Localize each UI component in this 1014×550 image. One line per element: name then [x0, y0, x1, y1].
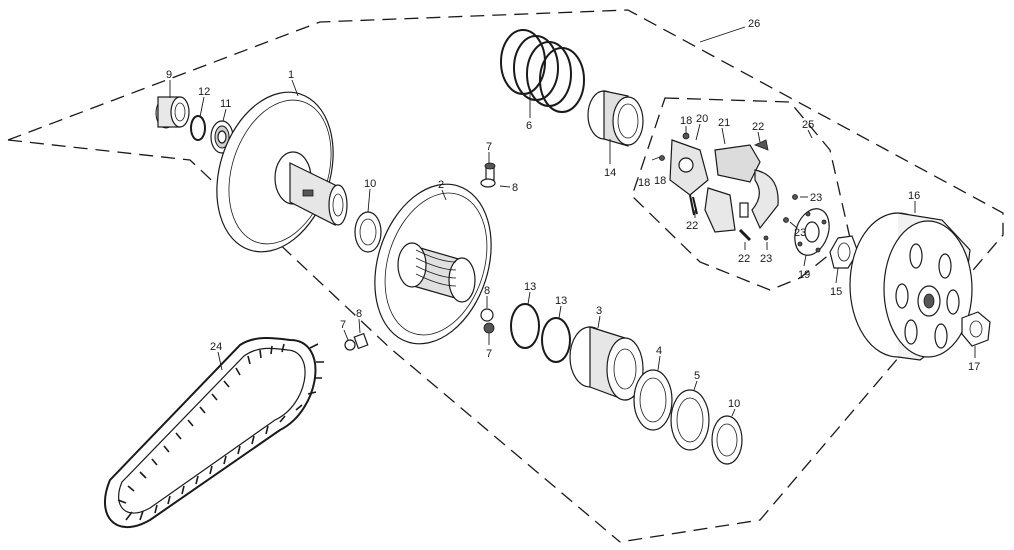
callout-22-top: 22: [752, 121, 764, 133]
leader-lines: [169, 79, 976, 417]
part-17-nut: [961, 311, 991, 347]
callout-23-bottom: 23: [760, 253, 772, 265]
callout-11: 11: [220, 98, 231, 110]
callout-17: 17: [968, 361, 980, 373]
callout-18-top: 18: [680, 115, 692, 127]
part-24-drive-belt: [104, 337, 324, 529]
part-10-washer-lower: [711, 415, 743, 465]
callout-19: 19: [798, 269, 810, 281]
part-3-collar: [569, 326, 644, 401]
part-19-drive-plate: [794, 208, 830, 256]
callout-6: 6: [526, 120, 532, 132]
part-12-circlip: [190, 115, 206, 141]
part-9-sleeve: [155, 96, 190, 129]
callout-18-left: 18: [638, 177, 650, 189]
callout-21: 21: [718, 117, 730, 129]
callout-10-upper: 10: [364, 178, 376, 190]
part-7-8-left-pin: [344, 332, 369, 351]
callout-25: 25: [802, 119, 814, 131]
part-13-orings: [510, 303, 571, 363]
callout-7-middle: 7: [486, 348, 492, 360]
part-15-nut: [829, 235, 859, 269]
callout-20: 20: [696, 113, 708, 125]
callout-23-mid: 23: [794, 227, 806, 239]
callout-22-left: 22: [686, 220, 698, 232]
callout-22-bottom: 22: [738, 253, 750, 265]
callout-18-mid: 18: [654, 175, 666, 187]
callout-24: 24: [210, 341, 222, 353]
part-21-clutch-shoes: [704, 139, 779, 233]
callout-4: 4: [656, 345, 662, 357]
part-6-spring: [500, 29, 585, 113]
callout-26: 26: [748, 18, 760, 30]
callout-13-left: 13: [524, 281, 536, 293]
part-22-23-small: [689, 194, 798, 242]
callout-labels: 9 12 11 1 10 2 7 8 8 7 7 8 6 14 13 13 3 …: [166, 18, 980, 410]
callout-9: 9: [166, 69, 172, 81]
part-1-drive-face: [216, 91, 348, 253]
assembly-boundary: [7, 9, 1004, 543]
callout-12: 12: [198, 86, 210, 98]
callout-16: 16: [908, 190, 920, 202]
callout-1: 1: [288, 69, 294, 81]
callout-15: 15: [830, 286, 842, 298]
callout-8-upper: 8: [512, 182, 518, 194]
callout-7-left: 7: [340, 319, 346, 331]
callout-3: 3: [596, 305, 602, 317]
part-20-plate: [651, 132, 709, 196]
callout-7-upper: 7: [486, 141, 492, 153]
callout-8-left: 8: [356, 308, 362, 320]
clutch-subassembly-boundary: [631, 97, 851, 291]
part-4-washer: [633, 369, 673, 431]
callout-14: 14: [604, 167, 616, 179]
part-7-8-upper-pin: [480, 162, 496, 188]
callout-13-right: 13: [555, 295, 567, 307]
part-14-collar: [587, 90, 644, 147]
callout-5: 5: [694, 370, 700, 382]
callout-8-middle: 8: [484, 285, 490, 297]
part-2-movable-face: [374, 183, 492, 345]
callout-10-lower: 10: [728, 398, 740, 410]
callout-2: 2: [438, 179, 444, 191]
part-7-8-middle-pin: [480, 308, 495, 334]
part-16-clutch-bell: [849, 212, 973, 361]
callout-23-right: 23: [810, 192, 822, 204]
part-5-washer: [670, 389, 710, 451]
part-10-washer-upper: [354, 211, 382, 253]
